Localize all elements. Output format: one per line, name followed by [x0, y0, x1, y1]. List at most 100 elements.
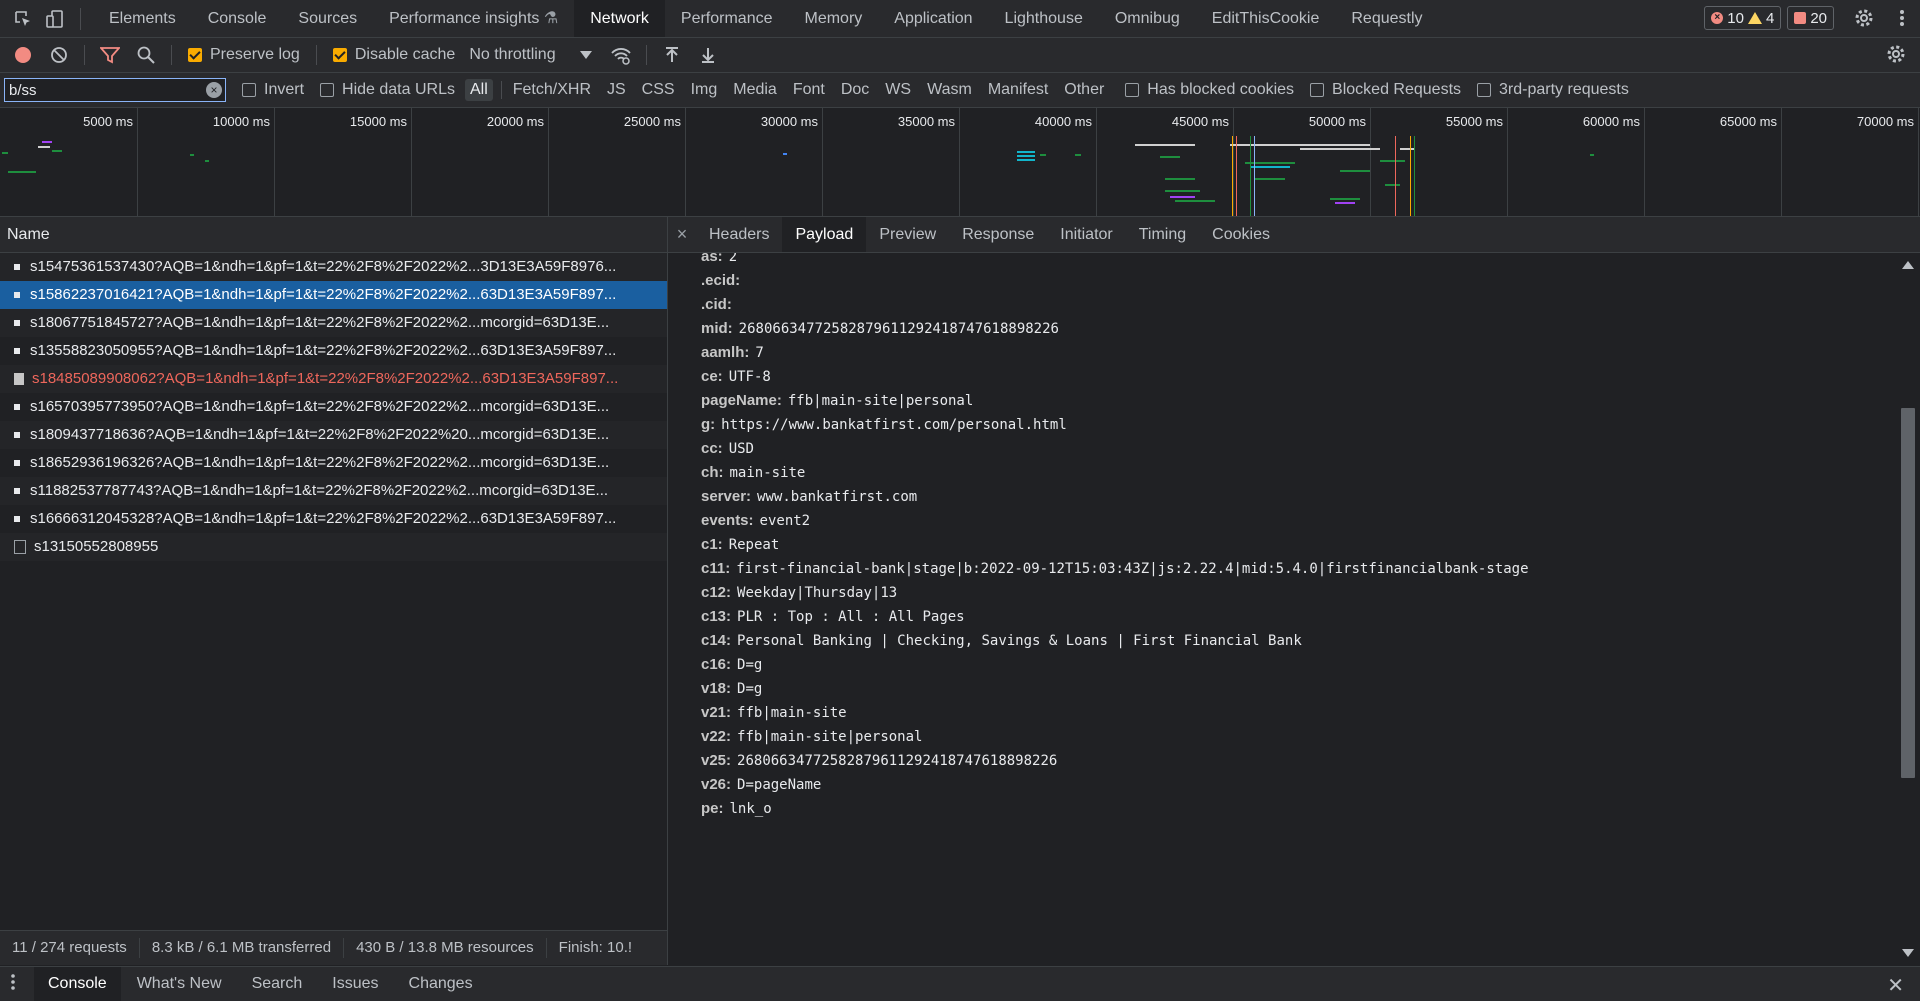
request-row[interactable]: s18485089908062?AQB=1&ndh=1&pf=1&t=22%2F…	[0, 365, 667, 393]
preserve-log-checkbox[interactable]: Preserve log	[188, 46, 300, 64]
tab-payload[interactable]: Payload	[782, 217, 867, 252]
drawer-tab-search[interactable]: Search	[251, 975, 303, 992]
network-settings-gear-icon[interactable]	[1886, 44, 1906, 68]
checkbox-unchecked-icon[interactable]	[1125, 83, 1140, 97]
request-row[interactable]: s18652936196326?AQB=1&ndh=1&pf=1&t=22%2F…	[0, 449, 667, 477]
filter-type-ws[interactable]: WS	[885, 81, 912, 98]
request-row[interactable]: s13150552808955	[0, 533, 667, 561]
filter-type-css[interactable]: CSS	[641, 81, 675, 98]
request-row[interactable]: s16570395773950?AQB=1&ndh=1&pf=1&t=22%2F…	[0, 393, 667, 421]
filter-type-doc[interactable]: Doc	[840, 81, 870, 98]
request-row[interactable]: s18067751845727?AQB=1&ndh=1&pf=1&t=22%2F…	[0, 309, 667, 337]
scroll-up-arrow-icon[interactable]	[1902, 261, 1914, 269]
network-conditions-icon[interactable]	[610, 44, 632, 66]
tab-performance-insights[interactable]: Performance insights ⚗	[373, 0, 574, 37]
filter-type-img[interactable]: Img	[690, 81, 718, 98]
payload-row: .ecid:	[701, 269, 746, 293]
overview-tick-label: 35000 ms	[897, 114, 955, 129]
payload-value: www.bankatfirst.com	[757, 489, 918, 505]
tab-timing[interactable]: Timing	[1138, 226, 1187, 243]
filter-type-other[interactable]: Other	[1064, 81, 1105, 98]
drawer-tab-console[interactable]: Console	[34, 967, 121, 1001]
disable-cache-checkbox[interactable]: Disable cache	[332, 46, 455, 64]
tab-lighthouse[interactable]: Lighthouse	[989, 0, 1099, 37]
filter-type-all[interactable]: All	[464, 79, 493, 101]
tab-omnibug[interactable]: Omnibug	[1099, 0, 1196, 37]
drawer-more-kebab-icon[interactable]	[10, 973, 32, 995]
record-icon[interactable]	[12, 44, 34, 66]
tab-label: Performance insights	[389, 10, 540, 27]
filter-icon[interactable]	[99, 44, 121, 66]
overview-request-mark	[783, 153, 787, 155]
request-row[interactable]: s16666312045328?AQB=1&ndh=1&pf=1&t=22%2F…	[0, 505, 667, 533]
export-har-icon[interactable]	[697, 44, 719, 66]
blocked-requests-checkbox[interactable]: Blocked Requests	[1310, 81, 1461, 99]
has-blocked-cookies-checkbox[interactable]: Has blocked cookies	[1125, 81, 1294, 99]
tab-console[interactable]: Console	[192, 0, 283, 37]
tab-editthiscookie[interactable]: EditThisCookie	[1196, 0, 1336, 37]
drawer-tab-changes[interactable]: Changes	[408, 975, 473, 992]
tab-cookies[interactable]: Cookies	[1212, 226, 1270, 243]
tab-elements[interactable]: Elements	[93, 0, 192, 37]
overview-gridline	[137, 108, 138, 216]
filter-type-manifest[interactable]: Manifest	[987, 81, 1049, 98]
import-har-icon[interactable]	[661, 44, 683, 66]
overview-tick-label: 40000 ms	[1034, 114, 1092, 129]
device-toolbar-icon[interactable]	[44, 8, 66, 30]
hide-data-urls-checkbox[interactable]: Hide data URLs	[320, 81, 455, 99]
request-row[interactable]: s1809437718636?AQB=1&ndh=1&pf=1&t=22%2F8…	[0, 421, 667, 449]
throttling-select[interactable]: No throttling	[469, 46, 592, 64]
close-detail-icon[interactable]: ×	[676, 224, 688, 244]
filter-type-fetch-xhr[interactable]: Fetch/XHR	[512, 81, 591, 98]
search-icon[interactable]	[135, 44, 157, 66]
clear-icon[interactable]	[48, 44, 70, 66]
scroll-thumb[interactable]	[1901, 408, 1915, 778]
tab-performance[interactable]: Performance	[665, 0, 789, 37]
tab-memory[interactable]: Memory	[788, 0, 878, 37]
experiment-flask-icon: ⚗	[539, 10, 559, 27]
tab-application[interactable]: Application	[878, 0, 988, 37]
checkbox-unchecked-icon[interactable]	[1310, 83, 1325, 97]
more-options-kebab-icon[interactable]	[1898, 8, 1906, 32]
checkbox-unchecked-icon[interactable]	[242, 83, 256, 97]
scroll-down-arrow-icon[interactable]	[1902, 949, 1914, 957]
inspect-element-icon[interactable]	[12, 8, 34, 30]
request-row[interactable]: s11882537787743?AQB=1&ndh=1&pf=1&t=22%2F…	[0, 477, 667, 505]
error-warning-count[interactable]: × 10 4	[1704, 6, 1782, 30]
checkbox-unchecked-icon[interactable]	[1477, 83, 1492, 97]
tab-response[interactable]: Response	[962, 226, 1035, 243]
filter-type-font[interactable]: Font	[792, 81, 825, 98]
payload-scrollbar[interactable]	[1894, 253, 1920, 965]
request-row[interactable]: s15475361537430?AQB=1&ndh=1&pf=1&t=22%2F…	[0, 253, 667, 281]
tab-initiator[interactable]: Initiator	[1060, 226, 1113, 243]
filter-type-js[interactable]: JS	[607, 81, 626, 98]
checkbox-checked-icon[interactable]	[332, 48, 347, 62]
close-drawer-icon[interactable]: ✕	[1887, 975, 1904, 997]
checkbox-unchecked-icon[interactable]	[320, 83, 335, 97]
tab-requestly[interactable]: Requestly	[1335, 0, 1438, 37]
tab-preview[interactable]: Preview	[879, 226, 937, 243]
third-party-requests-checkbox[interactable]: 3rd-party requests	[1477, 81, 1629, 99]
overview-tick-label: 5000 ms	[83, 114, 133, 129]
tab-sources[interactable]: Sources	[282, 0, 373, 37]
request-row[interactable]: s15862237016421?AQB=1&ndh=1&pf=1&t=22%2F…	[0, 281, 667, 309]
name-column-header[interactable]: Name	[0, 217, 667, 253]
issue-counts[interactable]: × 10 4 20	[1704, 6, 1834, 30]
checkbox-checked-icon[interactable]	[188, 48, 202, 62]
invert-checkbox[interactable]: Invert	[242, 81, 304, 99]
filter-type-wasm[interactable]: Wasm	[927, 81, 972, 98]
overview-request-mark	[1170, 196, 1195, 198]
tab-headers[interactable]: Headers	[709, 226, 770, 243]
overview-tick-label: 20000 ms	[486, 114, 544, 129]
filter-type-media[interactable]: Media	[733, 81, 777, 98]
request-row[interactable]: s13558823050955?AQB=1&ndh=1&pf=1&t=22%2F…	[0, 337, 667, 365]
payload-value: D=g	[737, 681, 763, 697]
tab-network[interactable]: Network	[574, 0, 665, 37]
drawer-tab-issues[interactable]: Issues	[332, 975, 379, 992]
clear-filter-icon[interactable]: ×	[206, 82, 222, 98]
issues-count[interactable]: 20	[1787, 6, 1834, 30]
drawer-tab-what-s-new[interactable]: What's New	[136, 975, 222, 992]
filter-input[interactable]	[5, 79, 198, 101]
settings-gear-icon[interactable]	[1854, 8, 1874, 32]
